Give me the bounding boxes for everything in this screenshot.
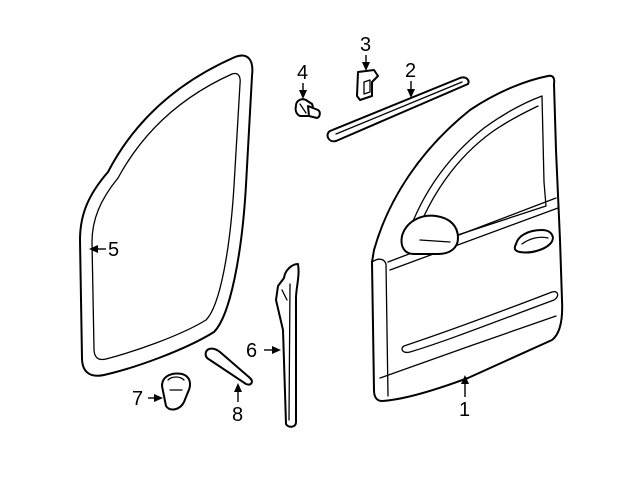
seal-strip	[204, 347, 253, 386]
weatherstrip-seal	[79, 54, 254, 377]
callout-6: 6	[246, 340, 257, 362]
callout-5: 5	[108, 239, 119, 261]
callout-3: 3	[360, 34, 371, 56]
callout-7: 7	[132, 388, 143, 410]
door-bolt	[294, 98, 321, 119]
callout-4: 4	[297, 62, 308, 84]
callout-1: 1	[459, 399, 470, 421]
mounting-bracket	[356, 69, 379, 101]
callout-8: 8	[232, 404, 243, 426]
callout-2: 2	[405, 60, 416, 82]
retainer-clip	[161, 372, 191, 411]
belt-molding	[326, 76, 470, 143]
frame-trim-seal	[275, 263, 300, 428]
door-shell	[371, 74, 564, 402]
